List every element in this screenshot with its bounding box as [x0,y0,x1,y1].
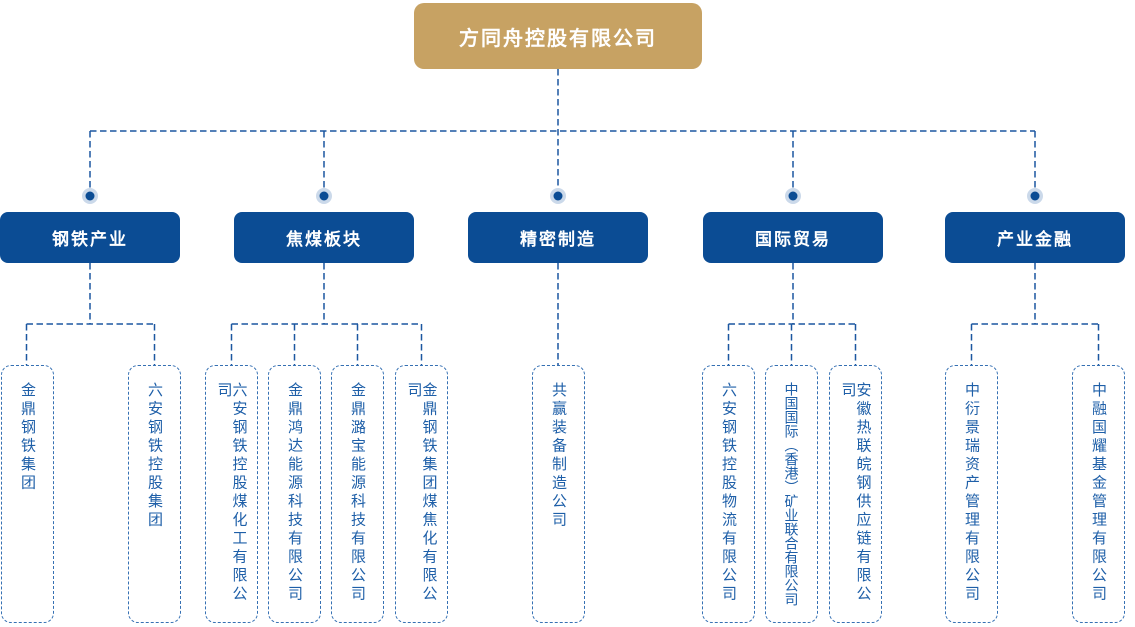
branch-label: 焦煤板块 [286,230,362,249]
child-node-1-1: 金鼎钢铁集团 [1,365,54,623]
branch-node-international-trade: 国际贸易 [703,212,883,263]
connector-branch-2 [230,263,423,365]
branch-node-coking-coal: 焦煤板块 [234,212,414,263]
child-label: 金鼎潞宝能源科技有限公司 [349,382,366,604]
child-node-2-2: 金鼎鸿达能源科技有限公司 [268,365,321,623]
child-node-5-1: 中衍景瑞资产管理有限公司 [945,365,998,623]
connector-branch-5 [970,263,1100,365]
connector-root [89,69,1036,190]
child-label: 金鼎钢铁集团煤焦化有限公司 [405,382,438,604]
branch-node-precision-manufacturing: 精密制造 [468,212,648,263]
branch-label: 钢铁产业 [52,230,128,249]
branch-label: 精密制造 [520,230,596,249]
child-label: 共赢装备制造公司 [550,382,567,530]
child-label: 金鼎钢铁集团 [19,382,36,493]
child-node-1-2: 六安钢铁控股集团 [128,365,181,623]
branch-node-industrial-finance: 产业金融 [945,212,1125,263]
child-node-3-1: 共赢装备制造公司 [532,365,585,623]
org-node-root: 方同舟控股有限公司 [414,3,702,69]
child-node-4-3: 安徽热联皖钢供应链有限公司 [829,365,882,623]
branch-node-steel: 钢铁产业 [0,212,180,263]
child-node-2-4: 金鼎钢铁集团煤焦化有限公司 [395,365,448,623]
connector-branch-4 [727,263,857,365]
child-label: 六安钢铁控股煤化工有限公司 [215,382,248,604]
child-label: 金鼎鸿达能源科技有限公司 [286,382,303,604]
child-label: 六安钢铁控股物流有限公司 [720,382,737,604]
child-node-2-3: 金鼎潞宝能源科技有限公司 [331,365,384,623]
child-node-4-2: 中国国际（香港）矿业联合有限公司 [765,365,818,623]
branch-dot [550,188,566,204]
branch-dots [82,188,1043,204]
branch-dot [1027,188,1043,204]
child-node-2-1: 六安钢铁控股煤化工有限公司 [205,365,258,623]
child-label: 中国国际（香港）矿业联合有限公司 [783,382,800,606]
org-node-root-label: 方同舟控股有限公司 [459,27,657,50]
child-label: 中衍景瑞资产管理有限公司 [963,382,980,604]
child-node-5-2: 中融国耀基金管理有限公司 [1072,365,1125,623]
child-label: 安徽热联皖钢供应链有限公司 [839,382,872,604]
branch-dot [785,188,801,204]
branch-label: 国际贸易 [755,230,831,249]
branch-dot [316,188,332,204]
child-label: 六安钢铁控股集团 [146,382,163,530]
branch-dot [82,188,98,204]
connector-branch-1 [25,263,156,365]
branch-label: 产业金融 [997,230,1073,249]
child-label: 中融国耀基金管理有限公司 [1090,382,1107,604]
child-node-4-1: 六安钢铁控股物流有限公司 [702,365,755,623]
